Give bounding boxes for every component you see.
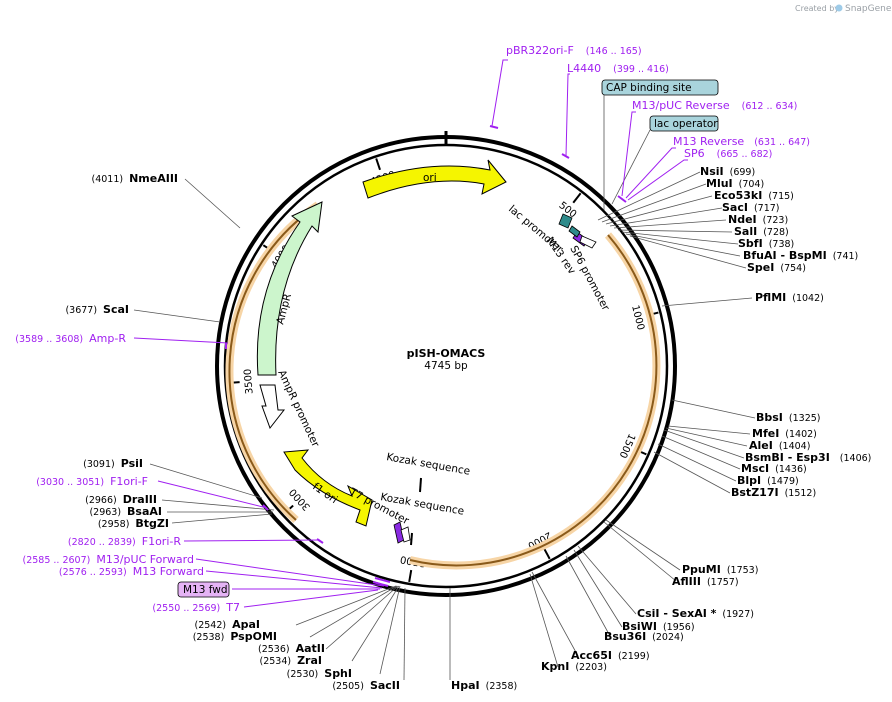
svg-text:(3677)ScaI: (3677)ScaI (65, 303, 129, 316)
sites-left: (4011)NmeAIII (3677)ScaI (3091)PsiI (296… (65, 172, 178, 530)
svg-text:BlpI(1479): BlpI(1479) (737, 474, 799, 487)
snapgene-logo-icon (835, 4, 843, 12)
plasmid-length: 4745 bp (424, 360, 468, 372)
svg-text:HpaI(2358): HpaI(2358) (451, 679, 517, 692)
sites-bottom: HpaI(2358) (2505)SacII (2530)SphI (2534)… (193, 618, 517, 692)
m13-fwd-label: M13 fwd (183, 584, 228, 596)
credit-text: Created by (795, 4, 839, 13)
t7-promoter-feature[interactable] (400, 526, 411, 543)
svg-text:SalI(728): SalI(728) (734, 225, 789, 238)
svg-text:KpnI(2203): KpnI(2203) (541, 660, 607, 673)
svg-text:AflIII(1757): AflIII(1757) (672, 575, 739, 588)
svg-text:(2958)BtgZI: (2958)BtgZI (98, 517, 169, 530)
svg-text:(3030 .. 3051)F1ori-F: (3030 .. 3051)F1ori-F (36, 475, 148, 488)
svg-text:(2538)PspOMI: (2538)PspOMI (193, 630, 277, 643)
ori-arrow[interactable] (362, 159, 507, 199)
kozak-label-1: Kozak sequence (385, 451, 471, 478)
m13-fwd-box[interactable] (177, 581, 230, 598)
svg-text:NdeI(723): NdeI(723) (728, 213, 788, 226)
ampr-promoter-label: AmpR promoter (275, 368, 321, 449)
primer-marks (225, 125, 627, 587)
sp6-promoter-feature[interactable] (579, 235, 597, 249)
tick-label: 1000 (629, 304, 646, 331)
svg-text:pBR322ori-F(146 .. 165): pBR322ori-F(146 .. 165) (506, 44, 642, 57)
boxed-labels: CAP binding site lac operator M13 fwd (177, 79, 719, 598)
tick-mark (375, 158, 381, 171)
svg-text:SacI(717): SacI(717) (722, 201, 780, 214)
ampr-arrow[interactable] (256, 201, 323, 376)
svg-text:(2966)DraIII: (2966)DraIII (85, 493, 157, 506)
svg-text:BbsI(1325): BbsI(1325) (756, 411, 821, 424)
svg-text:(3091)PsiI: (3091)PsiI (83, 457, 143, 470)
svg-text:(2585 .. 2607)M13/pUC Forward: (2585 .. 2607)M13/pUC Forward (22, 553, 194, 566)
tick-mark (572, 192, 582, 204)
sites-right: NsiI(699) MluI(704) Eco53kI(715) SacI(71… (541, 165, 871, 673)
svg-text:(4011)NmeAIII: (4011)NmeAIII (91, 172, 178, 185)
svg-text:Eco53kI(715): Eco53kI(715) (714, 189, 794, 202)
cap-feature[interactable] (568, 225, 581, 238)
svg-text:L4440(399 .. 416): L4440(399 .. 416) (567, 62, 669, 75)
cap-binding-site-box[interactable] (601, 79, 719, 96)
svg-text:SpeI(754): SpeI(754) (747, 261, 806, 274)
svg-text:PflMI(1042): PflMI(1042) (755, 291, 824, 304)
sp6-promoter-label: SP6 promoter (567, 244, 612, 314)
svg-text:MluI(704): MluI(704) (706, 177, 764, 190)
ampr-promoter-arrow[interactable] (259, 384, 286, 430)
svg-text:BsiWI(1956): BsiWI(1956) (622, 620, 695, 633)
svg-text:BsmBI - Esp3I(1406): BsmBI - Esp3I(1406) (745, 451, 871, 464)
svg-text:(2542)ApaI: (2542)ApaI (195, 618, 261, 631)
svg-text:SP6(665 .. 682): SP6(665 .. 682) (684, 147, 772, 160)
primer-leader-lines (133, 59, 688, 608)
svg-text:(2534)ZraI: (2534)ZraI (259, 654, 322, 667)
credit-brand: SnapGene (845, 4, 892, 14)
svg-text:Acc65I(2199): Acc65I(2199) (571, 649, 650, 662)
svg-text:(2963)BsaAI: (2963)BsaAI (89, 505, 162, 518)
svg-text:(2505)SacII: (2505)SacII (332, 679, 400, 692)
svg-text:M13 Reverse(631 .. 647): M13 Reverse(631 .. 647) (673, 135, 810, 148)
cap-binding-site-label: CAP binding site (606, 82, 692, 94)
svg-text:(2576 .. 2593)M13 Forward: (2576 .. 2593)M13 Forward (59, 565, 204, 578)
svg-text:BfuAI - BspMI(741): BfuAI - BspMI(741) (743, 249, 858, 262)
svg-text:Bsu36I(2024): Bsu36I(2024) (604, 630, 684, 643)
svg-text:(2536)AatII: (2536)AatII (258, 642, 325, 655)
svg-text:CsiI - SexAI *(1927): CsiI - SexAI *(1927) (637, 607, 754, 620)
svg-text:SbfI(738): SbfI(738) (738, 237, 794, 250)
svg-text:AleI(1404): AleI(1404) (749, 439, 810, 452)
lac-operator-label: lac operator (654, 118, 718, 130)
lac-operator-box[interactable] (649, 115, 719, 132)
svg-text:(2530)SphI: (2530)SphI (287, 667, 352, 680)
ori-label: ori (423, 172, 437, 184)
tick-label: 3500 (243, 368, 256, 394)
svg-text:(3589 .. 3608)Amp-R: (3589 .. 3608)Amp-R (15, 332, 126, 345)
svg-text:(2820 .. 2839)F1ori-R: (2820 .. 2839)F1ori-R (68, 535, 181, 548)
svg-text:BstZ17I(1512): BstZ17I(1512) (731, 486, 816, 499)
kozak-mark-2 (410, 532, 413, 546)
site-leader-lines (133, 94, 756, 681)
svg-text:MfeI(1402): MfeI(1402) (752, 427, 817, 440)
svg-text:(2550 .. 2569)T7: (2550 .. 2569)T7 (152, 601, 240, 614)
kozak-mark-1 (419, 477, 422, 493)
svg-text:M13/pUC Reverse(612 .. 634): M13/pUC Reverse(612 .. 634) (632, 99, 797, 112)
tick-mark (408, 569, 413, 583)
lac-operator-feature[interactable] (558, 213, 573, 229)
svg-text:NsiI(699): NsiI(699) (700, 165, 755, 178)
backbone-arc (228, 204, 319, 521)
svg-text:MscI(1436): MscI(1436) (741, 462, 807, 475)
primer-labels: pBR322ori-F(146 .. 165) L4440(399 .. 416… (15, 44, 810, 614)
insert-arc (409, 234, 658, 567)
f1-ori-arrow[interactable] (283, 449, 373, 527)
tick-mark (543, 547, 551, 560)
snapgene-credit: Created by SnapGene (795, 4, 892, 14)
plasmid-name: pISH-OMACS (407, 347, 486, 360)
svg-text:PpuMI(1753): PpuMI(1753) (682, 563, 758, 576)
